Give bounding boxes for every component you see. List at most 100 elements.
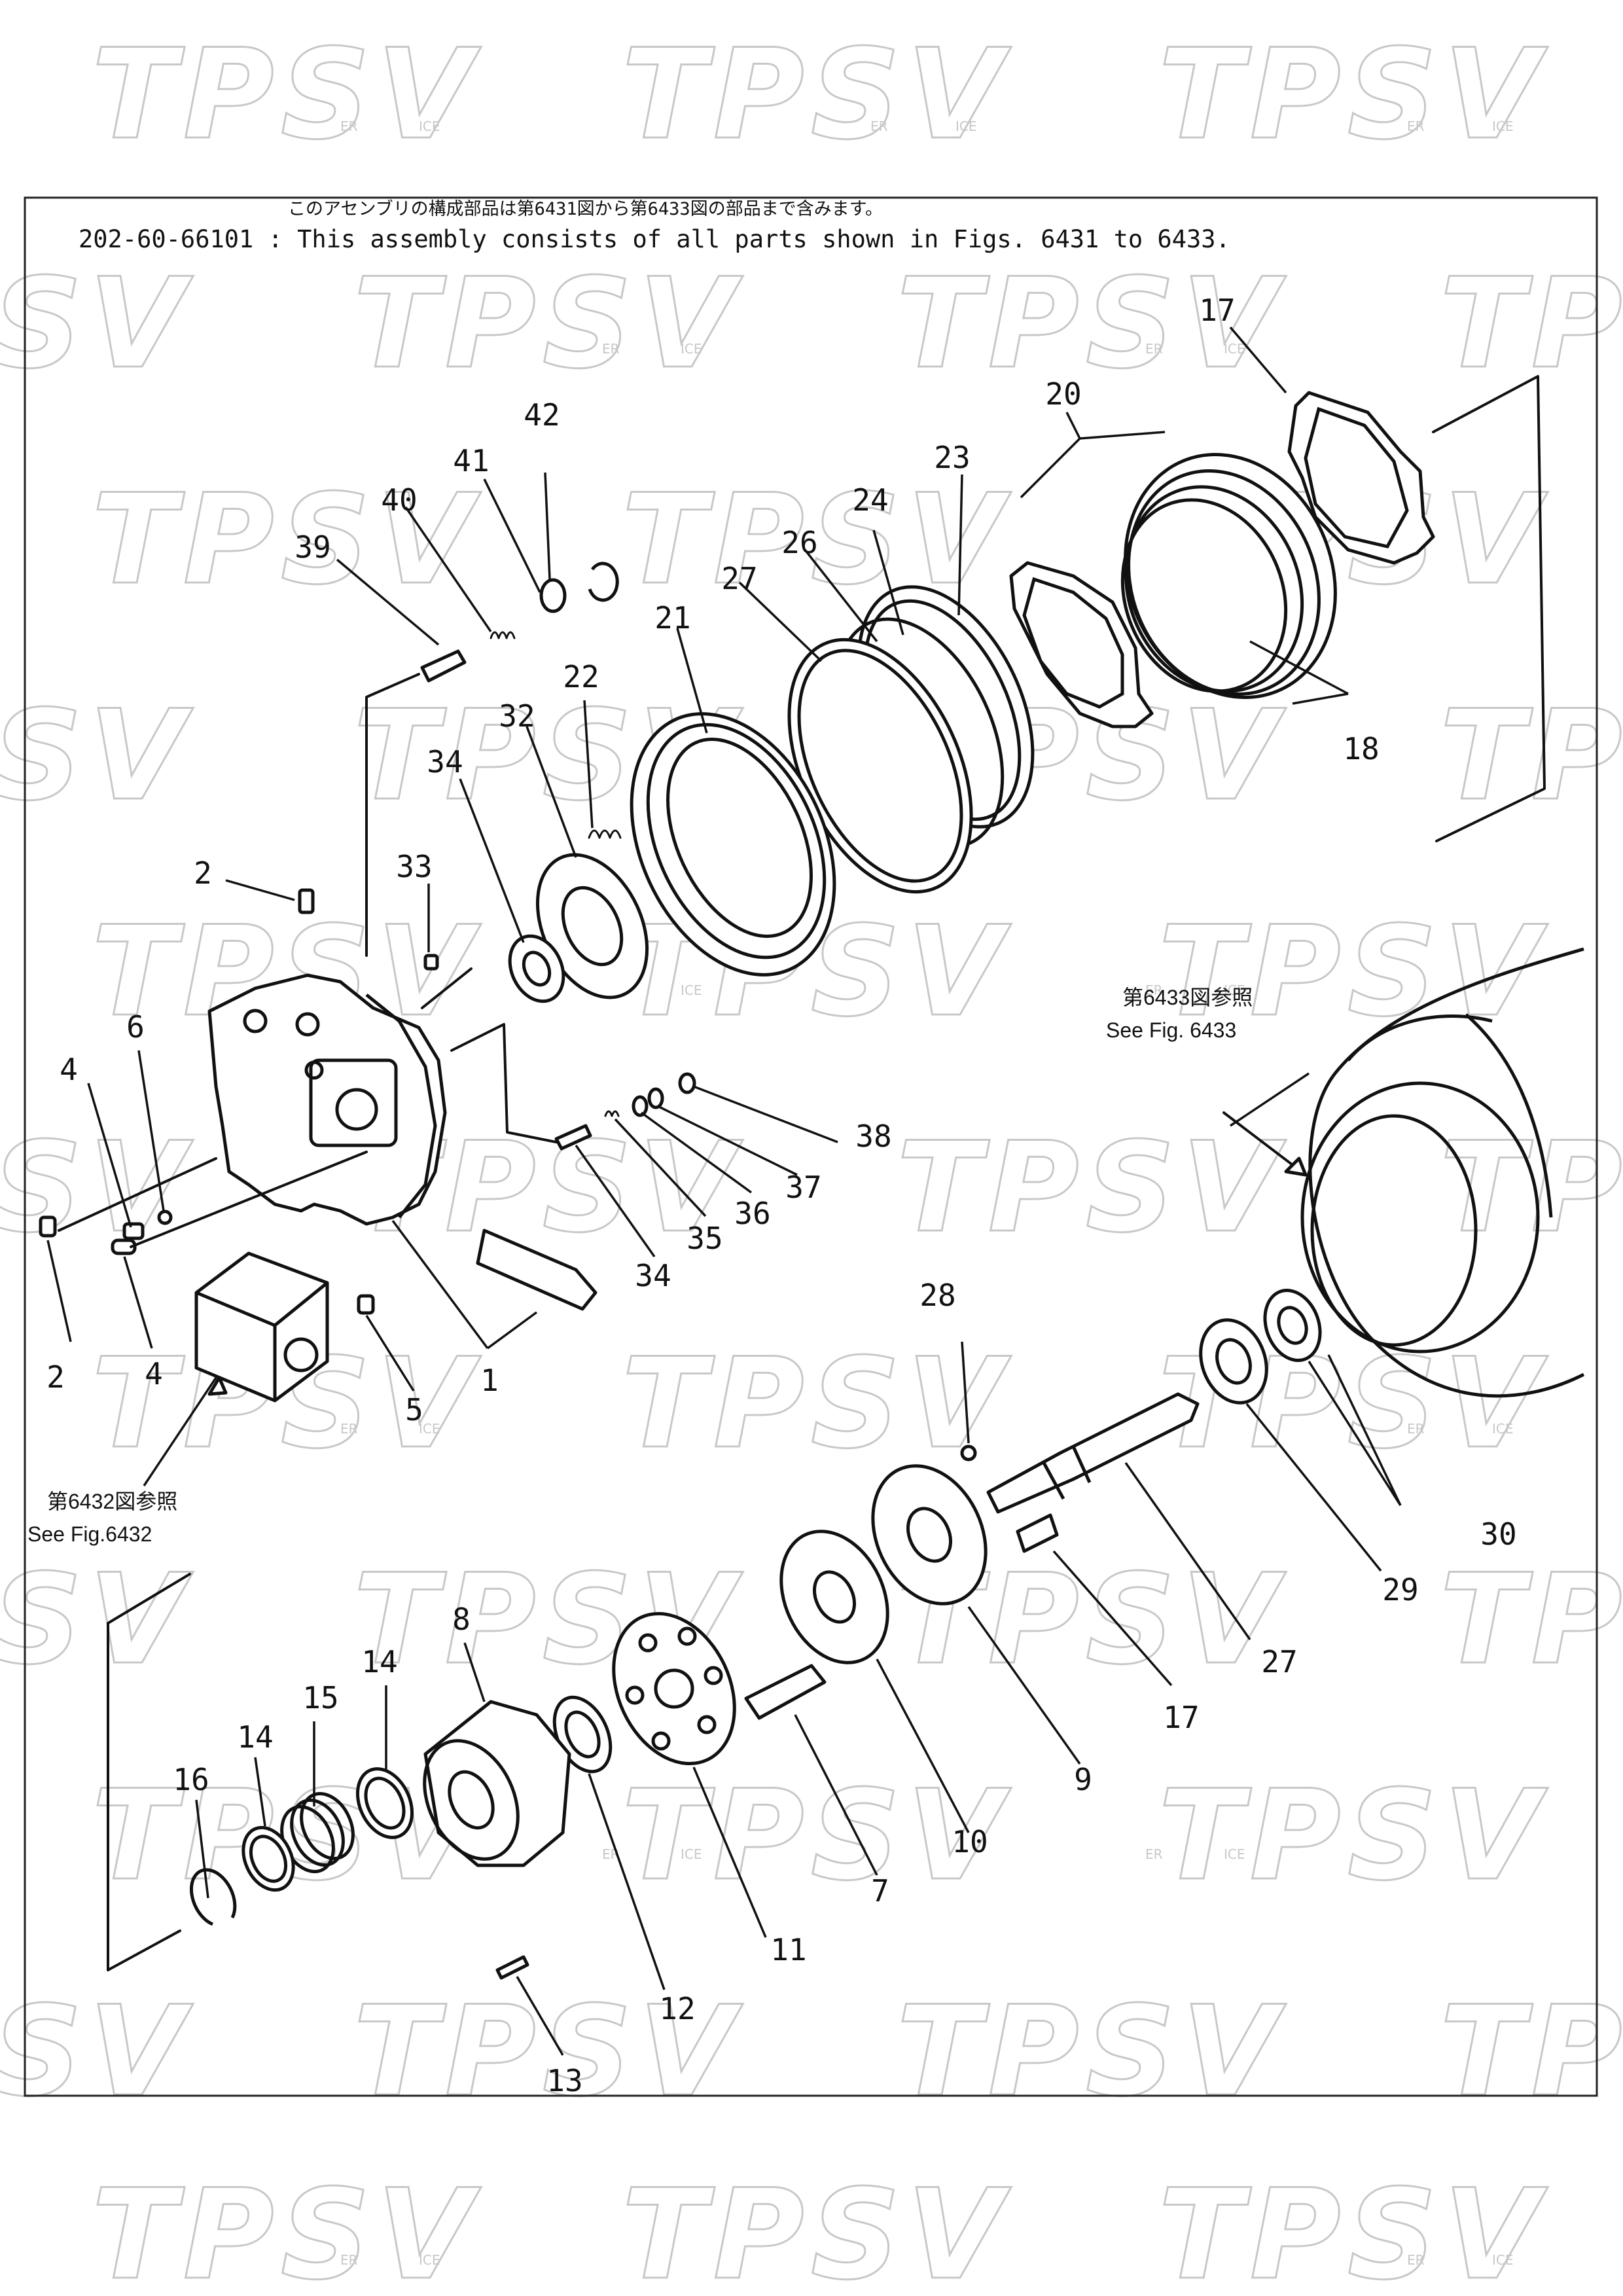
label-2-top: 2 xyxy=(194,855,212,891)
watermark-logo: TPSV TPSV TPSV TPSV TPSV TPSV TPSV TPSV … xyxy=(0,22,1623,2296)
svg-text:第6432図参照: 第6432図参照 xyxy=(47,1490,177,1513)
label-35: 35 xyxy=(687,1221,722,1256)
part-17-collar xyxy=(1016,1513,1059,1553)
part-31-plate xyxy=(535,853,649,999)
drawing-frame xyxy=(24,196,1598,2097)
svg-text:TPSV: TPSV xyxy=(92,467,482,612)
svg-text:ICE: ICE xyxy=(1492,2252,1514,2268)
part-number-labels: 17 20 18 23 24 26 27 21 22 32 34 33 2 42… xyxy=(46,293,1517,2098)
svg-text:TPSV: TPSV xyxy=(1440,1115,1623,1260)
part-28-pin xyxy=(960,1444,977,1462)
svg-text:ER: ER xyxy=(340,118,358,134)
svg-text:ICE: ICE xyxy=(681,341,702,357)
label-40: 40 xyxy=(381,482,417,518)
part-2-plug-left xyxy=(39,1215,57,1238)
label-14-right: 14 xyxy=(361,1644,397,1679)
label-13: 13 xyxy=(546,2063,582,2098)
label-23: 24 xyxy=(852,482,888,518)
svg-text:TPSV: TPSV xyxy=(897,1979,1287,2124)
svg-text:ER: ER xyxy=(870,118,888,134)
svg-text:TPSV: TPSV xyxy=(1158,22,1548,167)
svg-text:TPSV: TPSV xyxy=(353,251,743,396)
svg-text:第6433図参照: 第6433図参照 xyxy=(1122,986,1253,1009)
svg-text:ICE: ICE xyxy=(419,1421,440,1437)
part-30-bearing xyxy=(1263,1289,1322,1362)
svg-text:TPSV: TPSV xyxy=(353,1979,743,2124)
part-8-cylinder-block xyxy=(423,1700,571,1867)
label-14-left: 14 xyxy=(237,1719,273,1755)
part-35-spring xyxy=(604,1110,620,1117)
part-20-disc xyxy=(1009,561,1154,728)
part-27-shaft xyxy=(986,1392,1200,1514)
label-28: 28 xyxy=(919,1278,955,1313)
part-22-spring xyxy=(588,829,622,839)
part-38-ring xyxy=(678,1072,696,1094)
label-20: 20 xyxy=(1045,376,1081,412)
label-11: 11 xyxy=(770,1932,806,1967)
svg-text:ICE: ICE xyxy=(1224,1846,1245,1862)
svg-text:See Fig. 6433: See Fig. 6433 xyxy=(1106,1018,1236,1042)
svg-text:TPSV: TPSV xyxy=(0,683,194,828)
svg-text:ER: ER xyxy=(1407,2252,1425,2268)
svg-text:TPSV: TPSV xyxy=(622,1763,1012,1908)
label-39: 39 xyxy=(294,529,330,565)
label-17: 17 xyxy=(1163,1700,1199,1735)
svg-text:ICE: ICE xyxy=(1492,118,1514,134)
label-1: 1 xyxy=(480,1363,499,1398)
label-2-left: 2 xyxy=(46,1359,65,1395)
label-5: 5 xyxy=(405,1392,423,1427)
part-16-snap-ring xyxy=(189,1868,237,1926)
part-9-swash-plate xyxy=(871,1464,988,1605)
svg-text:TPSV: TPSV xyxy=(92,22,482,167)
part-18-plate xyxy=(1287,391,1435,565)
svg-text:ICE: ICE xyxy=(681,1846,702,1862)
part-39-plug xyxy=(420,649,467,683)
svg-text:TPSV: TPSV xyxy=(1440,1979,1623,2124)
label-19: 18 xyxy=(1343,731,1379,766)
label-3: 4 xyxy=(60,1052,78,1087)
svg-text:ICE: ICE xyxy=(1492,1421,1514,1437)
label-8: 8 xyxy=(452,1602,471,1637)
label-37: 37 xyxy=(785,1170,821,1205)
part-32-pin xyxy=(423,954,439,971)
label-4: 4 xyxy=(145,1356,163,1391)
part-21-piston xyxy=(630,712,836,977)
part-11-retainer xyxy=(612,1611,736,1766)
svg-text:TPSV: TPSV xyxy=(897,1115,1287,1260)
part-13-pin xyxy=(495,1955,529,1980)
svg-text:ER: ER xyxy=(1407,1421,1425,1437)
svg-text:See Fig.6432: See Fig.6432 xyxy=(27,1522,152,1546)
part-4-pin xyxy=(111,1238,137,1255)
label-6: 6 xyxy=(126,1009,145,1045)
svg-text:ER: ER xyxy=(602,341,620,357)
valve-block-fig-6432 xyxy=(194,1251,329,1403)
svg-text:TPSV: TPSV xyxy=(1158,899,1548,1044)
svg-text:TPSV: TPSV xyxy=(1158,2162,1548,2296)
svg-text:ER: ER xyxy=(1145,1846,1163,1862)
svg-text:ICE: ICE xyxy=(419,2252,440,2268)
svg-text:TPSV: TPSV xyxy=(1440,683,1623,828)
svg-text:ER: ER xyxy=(1407,118,1425,134)
svg-text:ICE: ICE xyxy=(1224,982,1245,998)
svg-text:ER: ER xyxy=(1145,982,1163,998)
label-9: 9 xyxy=(1074,1762,1092,1797)
part-14-washer-left xyxy=(241,1825,295,1892)
label-7: 7 xyxy=(871,1873,889,1909)
part-37-ring xyxy=(647,1087,664,1109)
svg-text:ER: ER xyxy=(1145,341,1163,357)
part-2-plug-top xyxy=(298,888,315,914)
leader-lines xyxy=(46,326,1402,2056)
label-26: 27 xyxy=(721,561,757,596)
reference-arrows xyxy=(207,1111,1308,1396)
label-38: 38 xyxy=(855,1119,891,1154)
svg-text:ICE: ICE xyxy=(419,118,440,134)
reference-fig-6433: 第6433図参照 See Fig. 6433 xyxy=(1106,986,1253,1042)
part-29-bearing xyxy=(1199,1318,1268,1405)
label-29: 29 xyxy=(1382,1572,1418,1607)
label-10: 10 xyxy=(952,1824,988,1859)
part-6-ring xyxy=(157,1210,173,1225)
svg-text:TPSV: TPSV xyxy=(622,1331,1012,1476)
label-33: 34 xyxy=(427,744,463,780)
svg-text:ER: ER xyxy=(340,2252,358,2268)
